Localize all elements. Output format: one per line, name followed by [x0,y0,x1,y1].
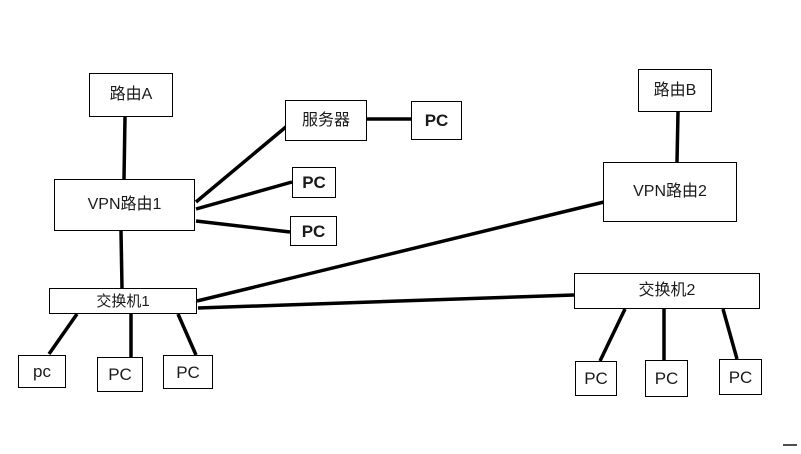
edge-vpn-router-1-to-server [194,124,289,204]
node-router-a: 路由A [89,73,173,117]
node-pc-vpn1-a: PC [292,167,336,198]
edge-vpn-router-1-to-pc-vpn1-a [195,180,293,211]
edge-switch-1-to-vpn-router-2 [196,200,605,303]
node-label-pc-sw2-c: PC [728,367,753,387]
node-switch-1: 交换机1 [49,288,197,314]
node-pc-sw1-a: pc [18,355,66,388]
node-label-pc-sw1-a: pc [33,362,51,381]
node-pc-sw2-b: PC [645,360,688,397]
node-label-pc-vpn1-b: PC [301,221,326,241]
node-pc-vpn1-b: PC [290,216,337,246]
node-label-vpn-router-1: VPN路由1 [87,196,162,213]
node-pc-server: PC [411,101,462,140]
edge-switch-2-to-pc-sw2-a [598,308,627,362]
node-switch-2: 交换机2 [574,273,760,309]
edge-switch-1-to-pc-sw1-c [176,313,198,356]
edge-vpn-router-1-to-pc-vpn1-b [195,219,291,234]
node-pc-sw2-a: PC [575,361,617,396]
node-label-pc-sw2-a: PC [584,369,608,388]
node-label-router-b: 路由B [653,81,697,99]
node-label-pc-vpn1-a: PC [302,173,326,192]
node-vpn-router-1: VPN路由1 [54,179,195,231]
edge-router-b-to-vpn-router-2 [675,111,680,163]
node-pc-sw2-c: PC [719,359,762,395]
node-label-switch-1: 交换机1 [96,292,150,310]
node-vpn-router-2: VPN路由2 [603,162,737,222]
node-label-vpn-router-2: VPN路由2 [633,183,707,200]
edge-switch-1-to-switch-2 [197,293,575,310]
node-label-router-a: 路由A [109,86,153,103]
edge-switch-1-to-pc-sw1-a [47,312,79,356]
edge-vpn-router-1-to-switch-1 [119,230,124,289]
node-label-pc-sw2-b: PC [654,369,679,388]
edge-switch-2-to-pc-sw2-c [721,308,739,360]
node-label-pc-server: PC [424,111,449,130]
node-server: 服务器 [285,100,367,141]
node-pc-sw1-c: PC [163,355,213,389]
node-label-server: 服务器 [301,111,350,129]
node-label-pc-sw1-c: PC [176,362,200,382]
node-label-pc-sw1-b: PC [108,365,132,384]
node-router-b: 路由B [638,69,712,112]
edge-router-a-to-vpn-router-1 [122,116,127,180]
node-label-switch-2: 交换机2 [638,282,696,299]
node-pc-sw1-b: PC [97,357,143,392]
